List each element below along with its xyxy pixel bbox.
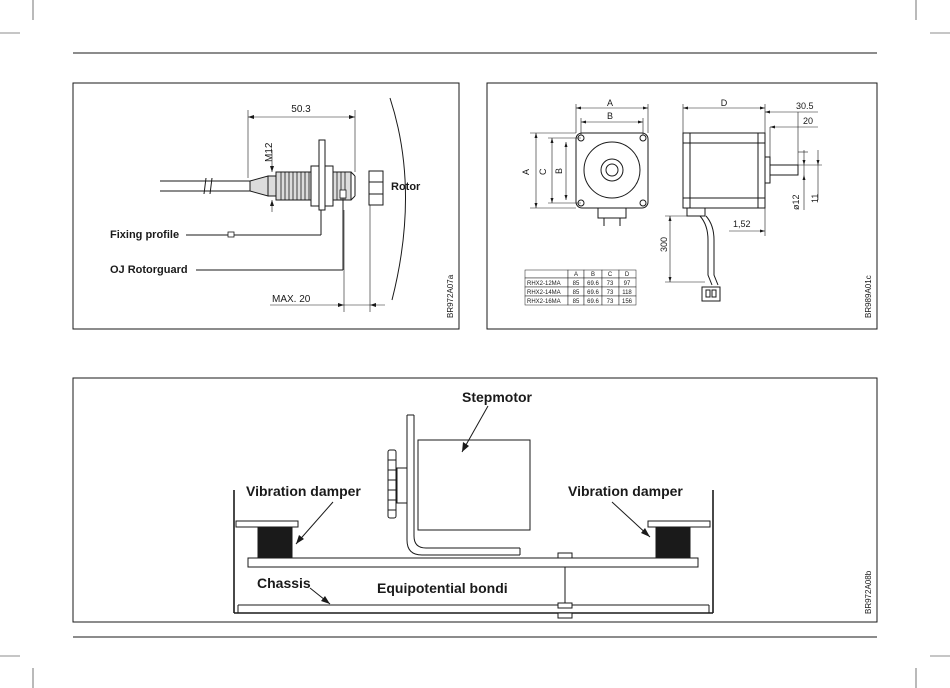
table-header-1: A: [574, 272, 578, 278]
motor-ref-code: BR989A01c: [864, 275, 873, 318]
motor-front-view: [576, 133, 648, 226]
chassis-label: Chassis: [257, 575, 311, 591]
dim-30-5: 30.5: [796, 101, 814, 111]
table-cell: 85: [573, 290, 580, 296]
table-cell: RHX2-14MA: [527, 290, 561, 296]
table-cell: 85: [573, 281, 580, 287]
stepmotor-body: [388, 415, 530, 555]
table-cell: 156: [622, 299, 633, 305]
vibration-damper-right-label: Vibration damper: [568, 483, 683, 499]
dim-50-3-label: 50.3: [291, 104, 311, 115]
vibration-damper-right: [656, 527, 690, 558]
table-cell: 69.6: [587, 281, 599, 287]
dim-20: 20: [803, 116, 813, 126]
dim-m12-label: M12: [264, 142, 275, 162]
dim-b-top: B: [607, 111, 613, 121]
table-header-4: D: [625, 272, 630, 278]
dimension-max-20: MAX. 20: [270, 205, 385, 312]
dimension-50-3: 50.3: [248, 104, 355, 178]
vibration-damper-left-label: Vibration damper: [246, 483, 361, 499]
dim-d12: ø12: [791, 194, 801, 210]
table-cell: 73: [607, 290, 614, 296]
assembly-ref-code: BR972A08b: [864, 570, 873, 614]
table-header-3: C: [608, 272, 613, 278]
table-cell: 97: [624, 281, 631, 287]
table-cell: 118: [622, 290, 632, 296]
dim-d-label: D: [721, 98, 728, 108]
sensor-cable: [160, 176, 268, 196]
fixing-profile-label: Fixing profile: [110, 229, 179, 241]
dim-a-side: A: [521, 169, 531, 175]
stepmotor-dimensions-panel: A B A C B: [487, 83, 877, 329]
table-cell: 73: [607, 299, 614, 305]
dim-11: 11: [810, 194, 820, 203]
dim-b-side: B: [554, 168, 564, 174]
motor-side-view: [683, 133, 798, 301]
motor-dimension-table: A B C D RHX2-12MA 85 69.6 73 97 RHX2-14M…: [525, 270, 636, 305]
table-cell: 73: [607, 281, 614, 287]
table-header-2: B: [591, 272, 595, 278]
table-cell: RHX2-16MA: [527, 299, 561, 305]
dim-1-52: 1,52: [733, 219, 751, 229]
table-cell: 85: [573, 299, 580, 305]
sensor-ref-code: BR972A07a: [446, 274, 455, 318]
table-cell: RHX2-12MA: [527, 281, 561, 287]
rotorguard-label: OJ Rotorguard: [110, 264, 188, 276]
stepmotor-label: Stepmotor: [462, 389, 533, 405]
rotor-shape: [369, 98, 406, 300]
assembly-panel: Stepmotor Vibration damper Vibration dam…: [73, 378, 877, 622]
vibration-damper-left: [258, 527, 292, 558]
dim-max-20-label: MAX. 20: [272, 294, 311, 305]
equipotential-label: Equipotential bondi: [377, 580, 508, 596]
table-cell: 69.6: [587, 299, 599, 305]
rotor-label: Rotor: [391, 181, 421, 193]
dim-a-top: A: [607, 98, 613, 108]
sensor-threaded-body: [268, 140, 355, 210]
table-cell: 69.6: [587, 290, 599, 296]
dim-c-side: C: [538, 168, 548, 175]
sensor-mounting-panel: 50.3 M12 Rotor Fixing profile OJ Rotorgu…: [73, 83, 459, 329]
dim-300: 300: [659, 237, 669, 252]
mounting-plate: [248, 558, 698, 567]
